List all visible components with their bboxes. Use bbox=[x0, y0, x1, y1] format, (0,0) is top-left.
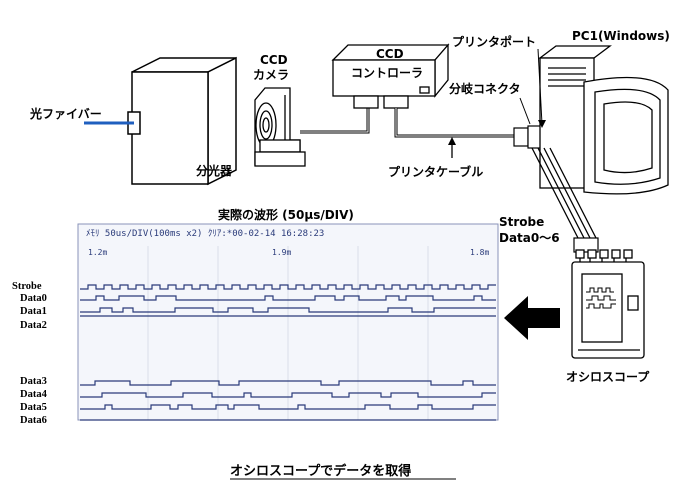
printer-cable bbox=[394, 108, 515, 138]
scope-grid bbox=[147, 246, 429, 420]
data-flow-arrow bbox=[504, 296, 560, 340]
oscilloscope-mini-traces bbox=[586, 287, 616, 309]
pc-computer bbox=[538, 45, 669, 195]
signal-label-data4: Data4 bbox=[20, 389, 48, 400]
scope-header: ﾒﾓﾘ 50us/DIV(100ms x2) ｸﾘｱ:*00-02-14 16:… bbox=[86, 228, 324, 239]
probe-cables bbox=[531, 147, 597, 239]
signal-trace bbox=[80, 380, 496, 386]
ccd-controller-label-line2: コントローラ bbox=[351, 66, 423, 80]
waveform-traces bbox=[80, 284, 496, 421]
probe-connector bbox=[573, 237, 599, 253]
signal-label-data5: Data5 bbox=[20, 402, 47, 413]
ccd-camera-label-line1: CCD bbox=[260, 53, 288, 67]
signal-trace bbox=[80, 284, 496, 290]
oscilloscope bbox=[571, 249, 645, 359]
signal-label-data3: Data3 bbox=[20, 376, 47, 387]
scope-tick-3: 1.8m bbox=[470, 248, 489, 257]
pc-label: PC1(Windows) bbox=[572, 29, 670, 43]
oscilloscope-label: オシロスコープ bbox=[566, 369, 650, 384]
signal-label-data0: Data0 bbox=[20, 293, 47, 304]
ccd-camera bbox=[254, 87, 306, 167]
signal-label-data6: Data6 bbox=[20, 415, 47, 426]
scope-tick-2: 1.9m bbox=[272, 248, 291, 257]
camera-cable bbox=[300, 108, 370, 134]
strobe-data-label-line2: Data0～6 bbox=[499, 231, 560, 245]
ccd-camera-label-line2: カメラ bbox=[253, 68, 289, 82]
waveform-title: 実際の波形 (50μs/DIV) bbox=[218, 207, 354, 222]
branch-connector-label: 分岐コネクタ bbox=[449, 81, 521, 96]
signal-trace bbox=[80, 404, 496, 410]
printer-port-label: プリンタポート bbox=[452, 34, 536, 49]
signal-label-data2: Data2 bbox=[20, 320, 47, 331]
caption: オシロスコープでデータを取得 bbox=[230, 463, 411, 479]
scope-tick-1: 1.2m bbox=[88, 248, 107, 257]
spectrometer-label: 分光器 bbox=[196, 163, 233, 178]
ccd-controller-label-line1: CCD bbox=[376, 47, 404, 61]
signal-label-data1: Data1 bbox=[20, 306, 47, 317]
signal-trace bbox=[80, 392, 496, 398]
spectrometer bbox=[127, 56, 237, 186]
signal-label-strobe: Strobe bbox=[12, 281, 42, 292]
strobe-data-label-line1: Strobe bbox=[499, 215, 544, 229]
printer-cable-label: プリンタケーブル bbox=[388, 164, 483, 179]
fiber-label: 光ファイバー bbox=[29, 106, 102, 121]
signal-trace bbox=[80, 307, 496, 313]
signal-trace bbox=[80, 295, 496, 301]
